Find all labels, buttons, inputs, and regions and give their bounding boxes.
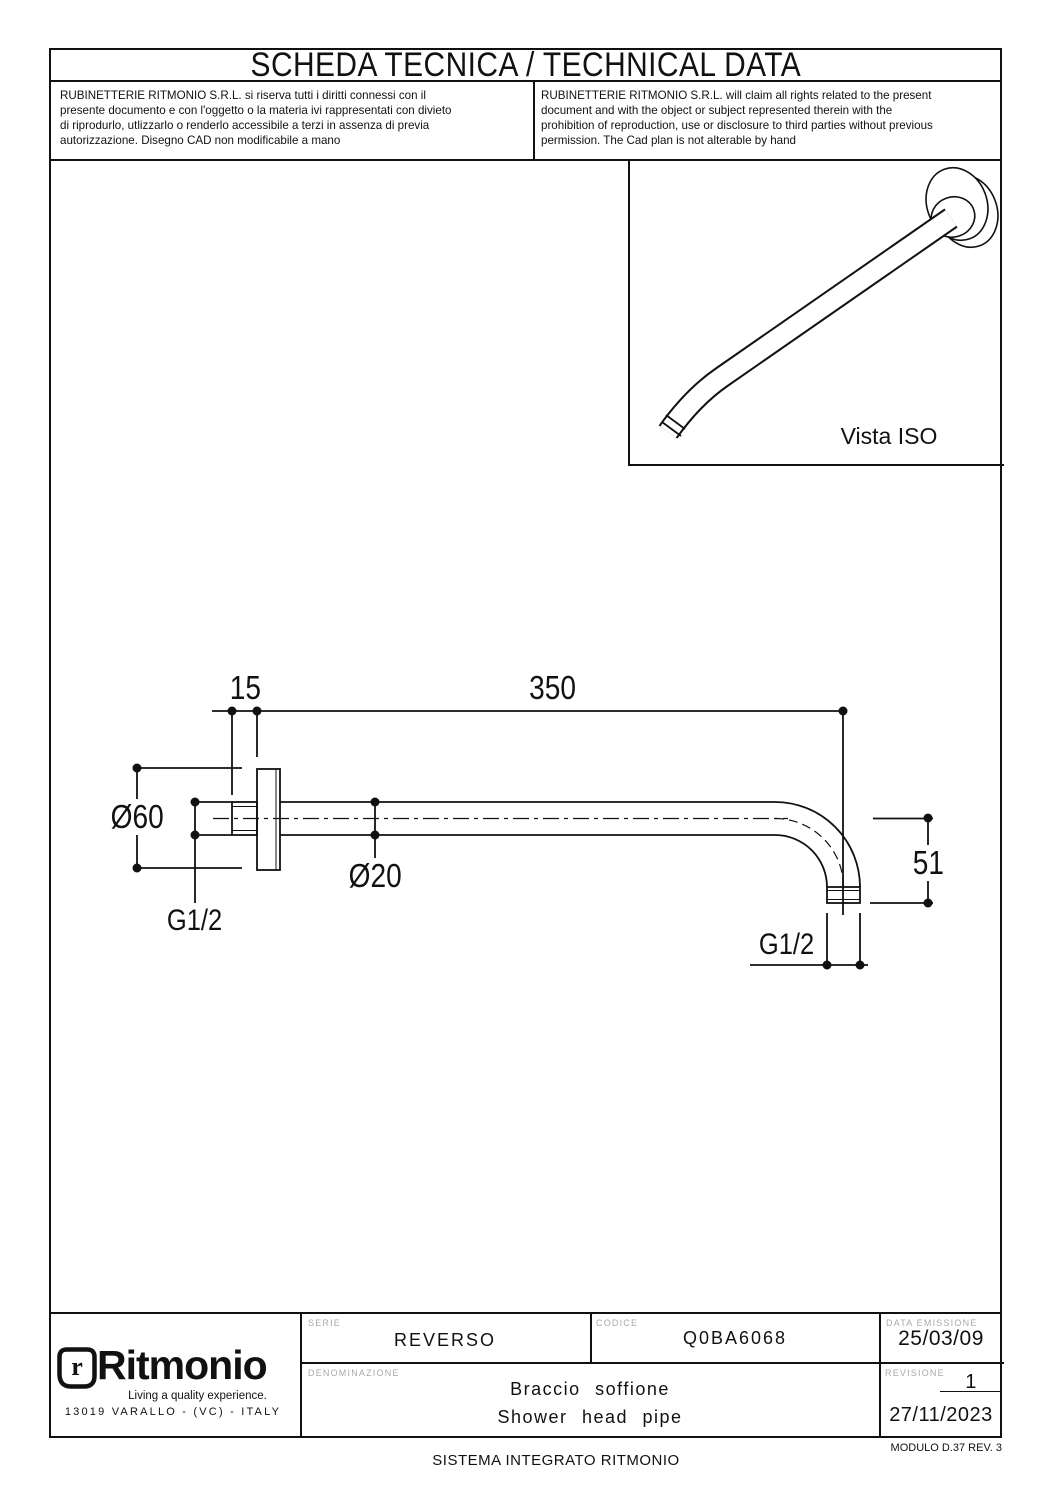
dim-thread-outlet: G1/2 [759, 928, 815, 961]
dim-pipe-diameter: Ø20 [348, 857, 402, 894]
ritmonio-logo-text: Ritmonio [97, 1342, 268, 1388]
sheet-border [49, 48, 1002, 1438]
dim-drop-height: 51 [898, 845, 958, 881]
disclaimer-row-divider [49, 159, 1002, 161]
brand-address: 13019 VARALLO - (VC) - ITALY [64, 1406, 282, 1418]
dim-flange-diameter: Ø60 [94, 799, 180, 835]
codice-value: Q0BA6068 [682, 1328, 788, 1348]
dim-arm-length: 350 [529, 669, 577, 706]
revisione-label: REVISIONE [885, 1368, 945, 1378]
dim-thread-wall: G1/2 [167, 904, 223, 937]
denominazione-label: DENOMINAZIONE [308, 1368, 400, 1378]
dimension-dots [132, 706, 933, 970]
logo-cell-divider [300, 1312, 302, 1438]
brand-tagline: Living a quality experience. [128, 1390, 267, 1402]
iso-box-bottom-border [628, 464, 1004, 466]
footer-modulo: MODULO D.37 REV. 3 [890, 1442, 1002, 1454]
disclaimer-column-divider [533, 80, 535, 160]
denominazione-italian: Braccio soffione [510, 1379, 670, 1399]
titleblock-row-divider [300, 1362, 1004, 1364]
date-column-divider [879, 1312, 881, 1438]
iso-pipe [658, 208, 958, 439]
titleblock-top-border [49, 1312, 1002, 1314]
codice-label: CODICE [596, 1318, 639, 1328]
dim-wall-offset: 15 [229, 669, 261, 706]
disclaimer-italian: RUBINETTERIE RITMONIO S.R.L. si riserva … [60, 89, 452, 147]
data-emissione-label: DATA EMISSIONE [886, 1318, 978, 1328]
svg-text:r: r [71, 1352, 83, 1381]
iso-view-label: Vista ISO [840, 423, 938, 449]
serie-codice-divider [590, 1312, 592, 1363]
footer-sistema: SISTEMA INTEGRATO RITMONIO [432, 1452, 680, 1469]
data-emissione-value: 25/03/09 [898, 1327, 984, 1350]
page-title: SCHEDA TECNICA / TECHNICAL DATA [250, 46, 801, 84]
ritmonio-logo-icon: r [57, 1347, 97, 1389]
revision-underline [940, 1391, 1002, 1393]
serie-value: REVERSO [393, 1330, 497, 1350]
disclaimer-english: RUBINETTERIE RITMONIO S.R.L. will claim … [541, 89, 933, 147]
revision-date-value: 27/11/2023 [889, 1404, 993, 1426]
title-row-divider [49, 80, 1002, 82]
denominazione-english: Shower head pipe [497, 1407, 683, 1427]
revisione-value: 1 [965, 1371, 977, 1393]
iso-box-left-border [628, 159, 630, 465]
serie-label: SERIE [308, 1318, 342, 1328]
